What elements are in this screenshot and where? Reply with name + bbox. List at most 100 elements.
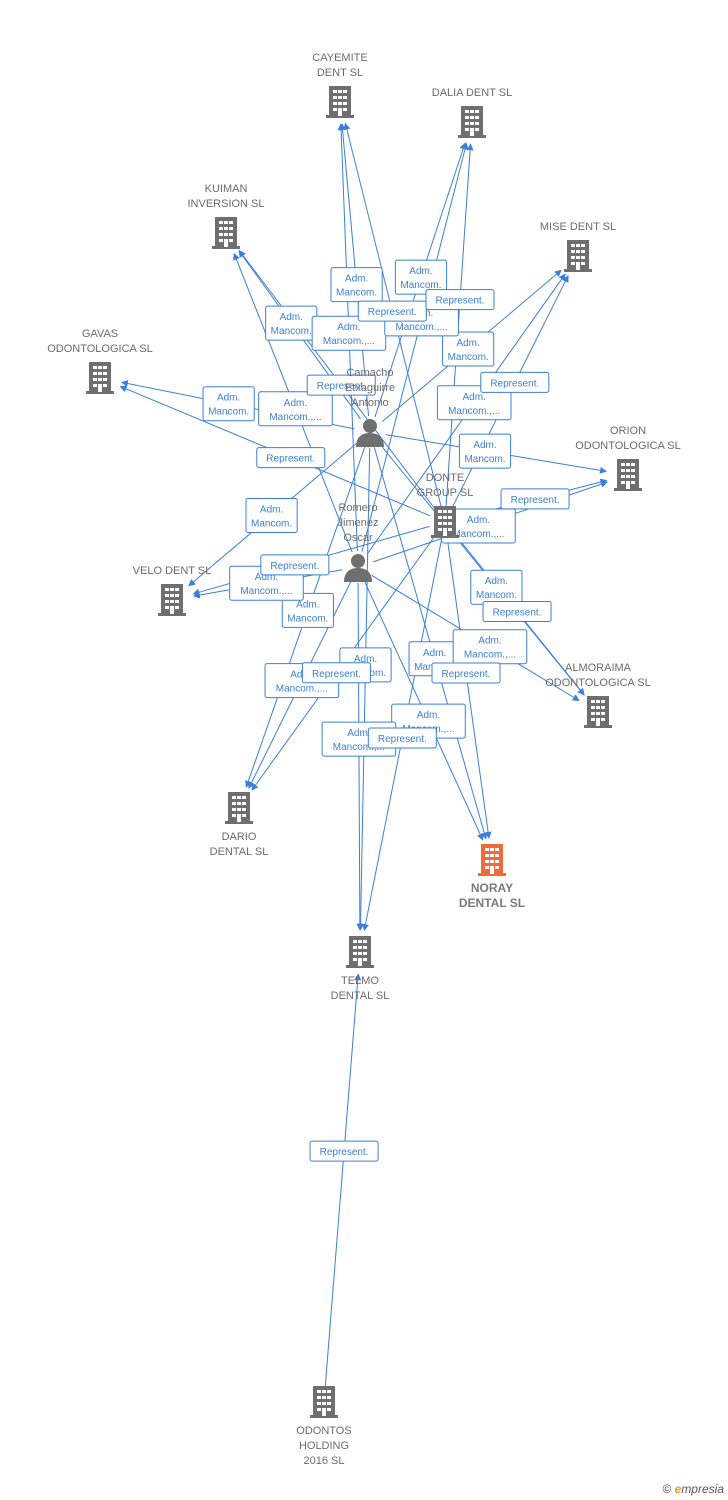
edge-label-camacho-dario[interactable]: Adm. Mancom. <box>281 592 334 628</box>
edge-label-camacho-cayemite[interactable]: Adm.Mancom. <box>330 267 383 303</box>
edge-label-text: Mancom.,... <box>448 406 500 417</box>
node-label: DENTAL SL <box>331 990 390 1002</box>
edge-label-box <box>442 331 495 367</box>
node-label: Jimenez <box>338 517 379 529</box>
edge-label-text: Mancom. <box>464 454 505 465</box>
node-label: ODONTOLOGICA SL <box>47 343 153 355</box>
node-label: DONTE <box>426 472 465 484</box>
node-gavas[interactable]: GAVAS ODONTOLOGICA SL <box>47 328 153 394</box>
node-label: ODONTOLOGICA SL <box>545 677 651 689</box>
building-icon <box>478 844 506 876</box>
edge-label-camacho-kuiman[interactable]: Adm.Mancom. <box>265 305 318 341</box>
edge-label-camacho-almoraima[interactable]: Adm.Mancom. <box>470 569 523 605</box>
edge-label-box <box>260 554 330 576</box>
edge-label-romero-mise[interactable]: Adm. Mancom.,... <box>436 385 512 421</box>
edge-label-text: Adm. <box>467 515 490 526</box>
node-mise[interactable]: MISE DENT SL <box>540 221 616 272</box>
edge-label-camacho-velo[interactable]: Adm.Mancom. <box>245 497 298 533</box>
node-label: Camacho <box>346 367 393 379</box>
edge-label-donte-telmo[interactable]: Represent. <box>367 727 437 749</box>
node-dalia[interactable]: DALIA DENT SL <box>432 87 513 138</box>
edge-label-donte-mise[interactable]: Represent. <box>480 371 550 393</box>
copyright-symbol: © <box>662 1482 672 1496</box>
building-icon <box>212 217 240 249</box>
node-label: ORION <box>610 425 646 437</box>
edge-label-donte-noray[interactable]: Represent. <box>431 662 501 684</box>
edge-label-box <box>301 662 371 684</box>
edge-label-text: Adm. <box>485 576 508 587</box>
edge-label-donte-dalia[interactable]: Represent. <box>425 289 495 311</box>
edge-label-text: Represent. <box>320 1147 369 1158</box>
edge-label-romero-cayemite[interactable]: Adm.Mancom.,... <box>311 315 387 351</box>
edge-label-text: Adm. <box>290 670 313 681</box>
edge-label-camacho-orion[interactable]: Adm.Mancom. <box>458 433 512 469</box>
edge-label-camacho-mise[interactable]: Adm.Mancom. <box>442 331 495 367</box>
node-label: DARIO <box>222 831 257 843</box>
edge-label-box <box>425 289 495 311</box>
node-label: Antonio <box>351 397 388 409</box>
edge-label-camacho-gavas[interactable]: Adm.Mancom. <box>202 386 255 422</box>
node-label: ODONTOLOGICA SL <box>575 440 681 452</box>
edge-odontos-telmo <box>324 973 362 1387</box>
node-label: ODONTOS <box>296 1425 351 1437</box>
edge-label-text: Represent. <box>442 669 491 680</box>
edge-label-text: Represent. <box>270 561 319 572</box>
edge-label-box <box>482 600 552 622</box>
edge-label-text: Mancom.,... <box>276 684 328 695</box>
edge-label-text: Adm. <box>463 392 486 403</box>
edge-label-box <box>256 447 326 469</box>
edge-label-box <box>394 259 448 295</box>
edge-label-box <box>458 433 512 469</box>
edge-label-text: Represent. <box>493 607 542 618</box>
brand-e: e <box>674 1482 682 1496</box>
edge-romero-dalia <box>361 142 469 552</box>
edge-label-donte-gavas[interactable]: Represent. <box>256 447 326 469</box>
edge-label-donte-orion[interactable]: Represent. <box>500 488 570 510</box>
edge-label-donte-kuiman[interactable]: Represent. <box>306 374 376 396</box>
node-label: DENT SL <box>317 67 363 79</box>
edge-label-odontos-telmo[interactable]: Represent. <box>309 1140 379 1162</box>
edge-label-romero-kuiman[interactable]: Adm.Mancom.,... <box>258 391 333 427</box>
edge-label-donte-cayemite[interactable]: Represent. <box>357 300 427 322</box>
edge-label-text: Adm. <box>255 572 278 583</box>
edge-label-text: Mancom. <box>287 613 328 624</box>
building-icon <box>614 459 642 491</box>
node-label: Oscar <box>343 532 373 544</box>
footer-brand: © empresia <box>662 1482 724 1496</box>
node-velo[interactable]: VELO DENT SL <box>133 565 212 616</box>
edge-label-donte-dario[interactable]: Represent. <box>301 662 371 684</box>
edge-label-text: Mancom.,... <box>395 322 447 333</box>
edge-label-box <box>500 488 570 510</box>
edge-label-text: Mancom. <box>271 326 312 337</box>
node-label: VELO DENT SL <box>133 565 212 577</box>
node-telmo[interactable]: TELMO DENTAL SL <box>331 936 390 1002</box>
building-icon <box>86 362 114 394</box>
node-orion[interactable]: ORION ODONTOLOGICA SL <box>575 425 681 491</box>
edge-label-donte-almoraima[interactable]: Represent. <box>482 600 552 622</box>
edge-label-text: Mancom.,... <box>464 650 516 661</box>
edge-label-romero-almoraima[interactable]: Adm.Mancom.,... <box>452 629 528 665</box>
edge-label-donte-velo[interactable]: Represent. <box>260 554 330 576</box>
edge-label-text: Adm. <box>296 599 319 610</box>
edge-label-text: Mancom. <box>448 352 489 363</box>
building-icon <box>458 106 486 138</box>
node-label: GAVAS <box>82 328 118 340</box>
edge-label-box <box>357 300 427 322</box>
edge-label-camacho-dalia[interactable]: Adm.Mancom. <box>394 259 448 295</box>
building-icon <box>225 792 253 824</box>
edge-label-box <box>258 391 333 427</box>
node-label: TELMO <box>341 975 379 987</box>
building-icon <box>584 696 612 728</box>
edge-label-box <box>480 371 550 393</box>
